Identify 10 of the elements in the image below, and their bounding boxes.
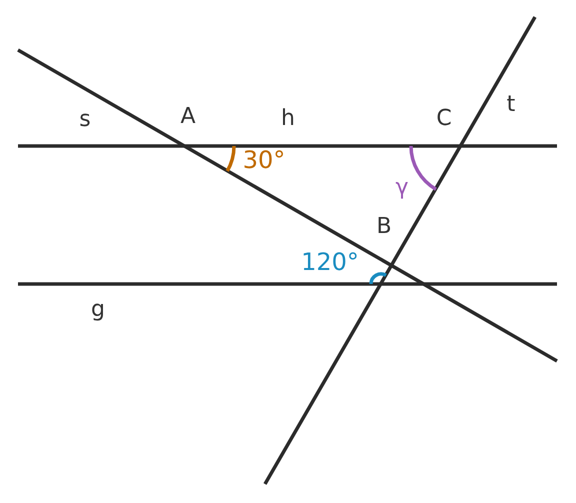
line-label: t: [506, 94, 516, 116]
point-label: C: [436, 108, 452, 130]
line-label: s: [79, 109, 91, 131]
line-label: h: [281, 108, 295, 130]
angle-label: γ: [395, 177, 409, 199]
angle-label: 30°: [242, 148, 286, 172]
point-label: A: [180, 106, 196, 128]
line-label: g: [91, 299, 105, 321]
angle-label: 120°: [301, 250, 359, 274]
point-label: B: [376, 216, 392, 238]
